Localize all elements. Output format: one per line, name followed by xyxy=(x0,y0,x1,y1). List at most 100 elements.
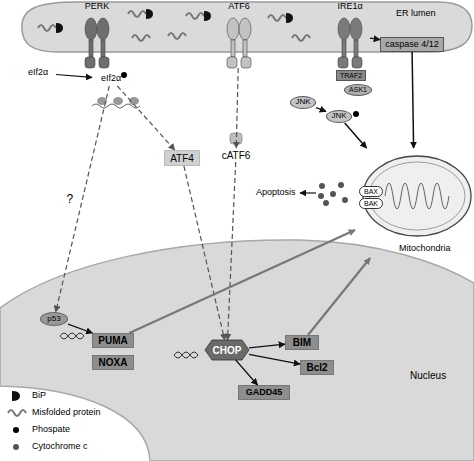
cleaved-atf6-shape xyxy=(230,133,242,144)
legend-text: Phospate xyxy=(32,425,70,435)
receptor-transmembrane xyxy=(342,40,346,57)
receptor-domain xyxy=(338,18,350,40)
node-text: JNK xyxy=(331,112,346,121)
mito-inner xyxy=(369,162,465,230)
legend-sample xyxy=(6,407,28,419)
arrow-connector xyxy=(68,324,92,333)
node-text: JNK xyxy=(295,98,310,107)
bak-pill: BAK xyxy=(359,198,383,209)
receptor-transmembrane xyxy=(231,40,235,57)
node-text: ATF4 xyxy=(170,153,194,164)
ribosome xyxy=(97,97,107,105)
arrow-connector xyxy=(249,354,300,364)
arrow-connector xyxy=(412,52,414,148)
phosphate-dot xyxy=(353,111,359,117)
apoptosis-label: Apoptosis xyxy=(256,188,296,198)
legend-sample xyxy=(6,424,28,436)
arrow-connector xyxy=(249,344,285,348)
perk-receptor-outline xyxy=(77,2,117,68)
edge-label: ? xyxy=(67,193,74,206)
legend-text: Cytochrome c xyxy=(32,442,88,452)
node-text: GADD45 xyxy=(246,388,283,398)
dashed-arrow xyxy=(117,86,175,150)
misfolded-protein xyxy=(38,25,56,31)
receptor-domain xyxy=(350,18,362,40)
misfolded-protein-bip xyxy=(186,11,211,21)
receptor-kinase xyxy=(99,57,109,68)
bip-symbol xyxy=(56,23,63,33)
legend-row: Misfolded protein xyxy=(6,407,101,419)
ribosome xyxy=(113,97,123,105)
chop-hexagon: CHOP xyxy=(205,340,249,360)
receptor-transmembrane xyxy=(89,40,93,57)
misfolded-protein xyxy=(132,35,150,41)
arrow-connector xyxy=(129,230,355,333)
receptor-domain xyxy=(239,18,251,40)
misfolded-protein xyxy=(128,11,146,17)
eif2a-label: eIf2α xyxy=(20,66,56,80)
arrow-connector xyxy=(345,123,367,148)
node-text: NOXA xyxy=(99,357,128,368)
node-text: ASK1 xyxy=(349,86,367,94)
node-text: Nucleus xyxy=(410,370,446,381)
ribosome xyxy=(129,97,139,105)
receptor-kinase xyxy=(227,57,237,68)
node-text: cATF6 xyxy=(222,150,251,161)
misfolded-protein-bip xyxy=(38,23,63,33)
node-text: Mitochondria xyxy=(399,244,451,254)
atf6-receptor-outline xyxy=(219,2,259,68)
arrow-connector xyxy=(56,75,92,78)
dashed-arrow xyxy=(56,86,110,312)
cytochrome-dot xyxy=(342,197,348,203)
legend-row: Cytochrome c xyxy=(6,441,88,453)
misfolded-protein xyxy=(186,13,204,19)
legend-text: Misfolded protein xyxy=(32,408,101,418)
arrow-connector xyxy=(316,108,326,112)
node-text: BIM xyxy=(293,337,311,348)
node-text: p53 xyxy=(47,315,60,324)
catf6-label: cATF6 xyxy=(216,148,256,162)
node-text: eIf2α xyxy=(28,68,48,78)
node-text: IRE1α xyxy=(330,2,370,12)
hexagon-outline xyxy=(205,340,249,360)
legend-row: BiP xyxy=(6,390,46,402)
dna-helix xyxy=(174,352,198,358)
bcl2-box: Bcl2 xyxy=(300,360,334,375)
nucleus: Nucleusp53PUMANOXACHOPBIMBcl2GADD45 xyxy=(0,238,474,461)
ask1-oval: ASK1 xyxy=(344,84,372,96)
traf2-box: TRAF2 xyxy=(336,70,366,81)
cytochrome-dot xyxy=(13,444,19,450)
p53-oval: p53 xyxy=(40,312,68,326)
mrna-strand xyxy=(92,104,140,108)
bip-symbol xyxy=(146,9,153,19)
dashed-arrow xyxy=(184,166,225,340)
ire1-receptor: IRE1α xyxy=(330,2,370,68)
node-text: BAX xyxy=(364,188,378,196)
receptor-kinase xyxy=(85,57,95,68)
receptor-kinase xyxy=(352,57,362,68)
misfolded-protein xyxy=(8,410,26,416)
dna-helix xyxy=(174,352,198,358)
dashed-arrow xyxy=(236,68,238,148)
caspase-box: caspase 4/12 xyxy=(380,37,444,52)
cytochrome-dot xyxy=(338,182,344,188)
node-text: ER lumen xyxy=(396,9,436,19)
receptor-kinase xyxy=(338,57,348,68)
jnk-phospho-oval: JNK xyxy=(326,110,352,123)
mitochondrion: Mitochondria BAX BAK xyxy=(355,148,474,258)
arrow-connector xyxy=(308,258,370,335)
atf6-receptor: ATF6 xyxy=(219,2,259,68)
misfolded-protein xyxy=(292,35,310,41)
node-text: TRAF2 xyxy=(340,72,362,80)
bim-box: BIM xyxy=(285,335,319,350)
eif2a-phospho-label: eIf2α xyxy=(92,72,130,86)
gadd45-box: GADD45 xyxy=(238,385,290,400)
arrow-connector xyxy=(236,360,258,385)
node-text: caspase 4/12 xyxy=(385,40,439,50)
phosphate-dot xyxy=(121,72,127,78)
noxa-box: NOXA xyxy=(92,355,134,370)
cytochrome-dot xyxy=(318,193,324,199)
legend-row: Phospate xyxy=(6,424,70,436)
bax-pill: BAX xyxy=(359,186,383,197)
